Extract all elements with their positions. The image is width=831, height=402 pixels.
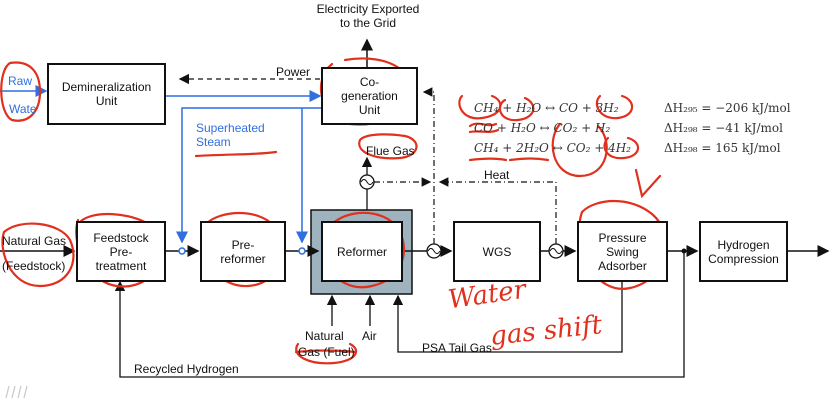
recycled-hydrogen-label: Recycled Hydrogen	[134, 362, 239, 376]
psa-tail-gas-label: PSA Tail Gas	[422, 341, 492, 355]
steam-line	[176, 107, 322, 244]
reaction-equation-2: CO + H₂O ↔ CO₂ + H₂	[474, 121, 611, 135]
reaction-enthalpy-2: ΔH₂₉₈ = −41 kJ/mol	[664, 121, 783, 135]
feedstock-tag-label: (Feedstock)	[2, 259, 66, 273]
cogeneration-label: Co- generation Unit	[341, 75, 398, 117]
recycled-hydrogen-line	[114, 251, 685, 378]
circle-3h2	[595, 94, 634, 120]
feedstock-label: Feedstock Pre- treatment	[93, 230, 149, 273]
cogeneration-unit: Co- generation Unit	[321, 67, 418, 125]
underline-2h2o	[508, 157, 550, 162]
fuel-tag-label: Gas (Fuel)	[298, 345, 355, 359]
psa-label: Pressure Swing Adsorber	[598, 230, 647, 273]
natural-gas-feed-label: Natural Gas	[2, 234, 67, 248]
underline-fuel	[294, 349, 358, 354]
wgs-label: WGS	[482, 244, 512, 259]
reaction-enthalpy-1: ΔH₂₉₅ = −206 kJ/mol	[664, 101, 791, 115]
circle-raw-water	[0, 61, 42, 122]
pressure-swing-adsorber: Pressure Swing Adsorber	[577, 221, 668, 282]
flue-gas-label: Flue Gas	[366, 144, 415, 158]
hydrogen-compression: Hydrogen Compression	[699, 221, 788, 282]
raw-water-label-top: Raw	[8, 74, 33, 88]
circle-flue-gas	[358, 133, 418, 160]
scribble-co	[468, 122, 500, 134]
underline-ch4-2	[468, 157, 508, 162]
check-mark	[634, 168, 662, 199]
wgs-unit: WGS	[453, 221, 541, 282]
circle-ch4-1	[458, 94, 502, 120]
reformer: Reformer	[321, 221, 403, 282]
underline-steam	[194, 150, 278, 158]
circle-natural-gas	[1, 222, 75, 288]
heat-label: Heat	[484, 168, 510, 182]
air-label: Air	[362, 329, 377, 343]
psa-tail-gas-line	[392, 282, 623, 353]
electricity-label: Electricity Exported to the Grid	[316, 2, 420, 30]
raw-water-label-bottom: Wate	[9, 102, 37, 116]
faint-marks	[5, 385, 28, 399]
compression-label: Hydrogen Compression	[708, 237, 779, 266]
reaction-enthalpy-3: ΔH₂₉₈ = 165 kJ/mol	[664, 141, 781, 155]
steam-label: Superheated Steam	[196, 121, 265, 149]
feedstock-pretreatment: Feedstock Pre- treatment	[76, 221, 166, 282]
reformer-label: Reformer	[336, 244, 387, 259]
demineralization-unit: Demineralization Unit	[47, 63, 166, 125]
power-label: Power	[276, 65, 311, 79]
demineralization-label: Demineralization Unit	[61, 80, 152, 108]
reaction-equation-1: CH₄ + H₂O ↔ CO + 3H₂	[474, 101, 619, 115]
circle-4h2	[603, 136, 640, 160]
reaction-equation-3: CH₄ + 2H₂O ↔ CO₂ + 4H₂	[474, 141, 631, 155]
prereformer-label: Pre- reformer	[220, 237, 266, 266]
circle-fuel	[295, 342, 358, 365]
prereformer: Pre- reformer	[200, 221, 286, 282]
natural-gas-fuel-label: Natural	[305, 329, 344, 343]
circle-co2	[551, 122, 608, 178]
